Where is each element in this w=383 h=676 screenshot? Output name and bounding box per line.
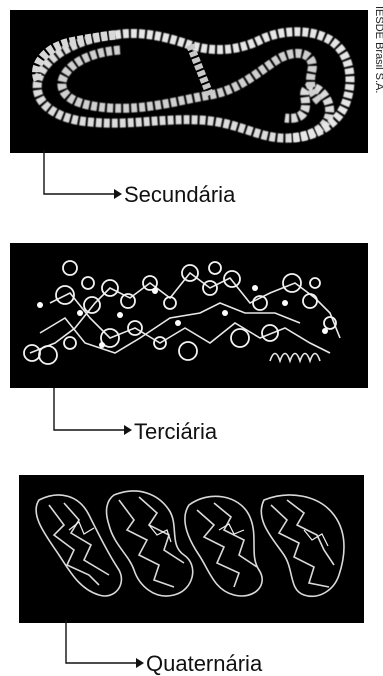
tertiary-connector-arrow bbox=[53, 388, 132, 435]
tertiary-structure-illustration bbox=[23, 260, 341, 365]
secondary-structure-image bbox=[10, 10, 368, 153]
secondary-structure-label: Secundária bbox=[124, 182, 236, 207]
quaternary-structure-image bbox=[19, 475, 364, 623]
tertiary-structure-label: Terciária bbox=[134, 419, 218, 444]
quaternary-connector-arrow bbox=[65, 620, 144, 668]
image-credit: IESDE Brasil S.A. bbox=[373, 6, 383, 94]
secondary-connector-arrow bbox=[43, 150, 122, 199]
quaternary-structure-illustration bbox=[35, 490, 345, 597]
quaternary-structure-label: Quaternária bbox=[146, 651, 263, 676]
secondary-structure-illustration bbox=[32, 27, 355, 143]
tertiary-structure-image bbox=[10, 243, 368, 388]
